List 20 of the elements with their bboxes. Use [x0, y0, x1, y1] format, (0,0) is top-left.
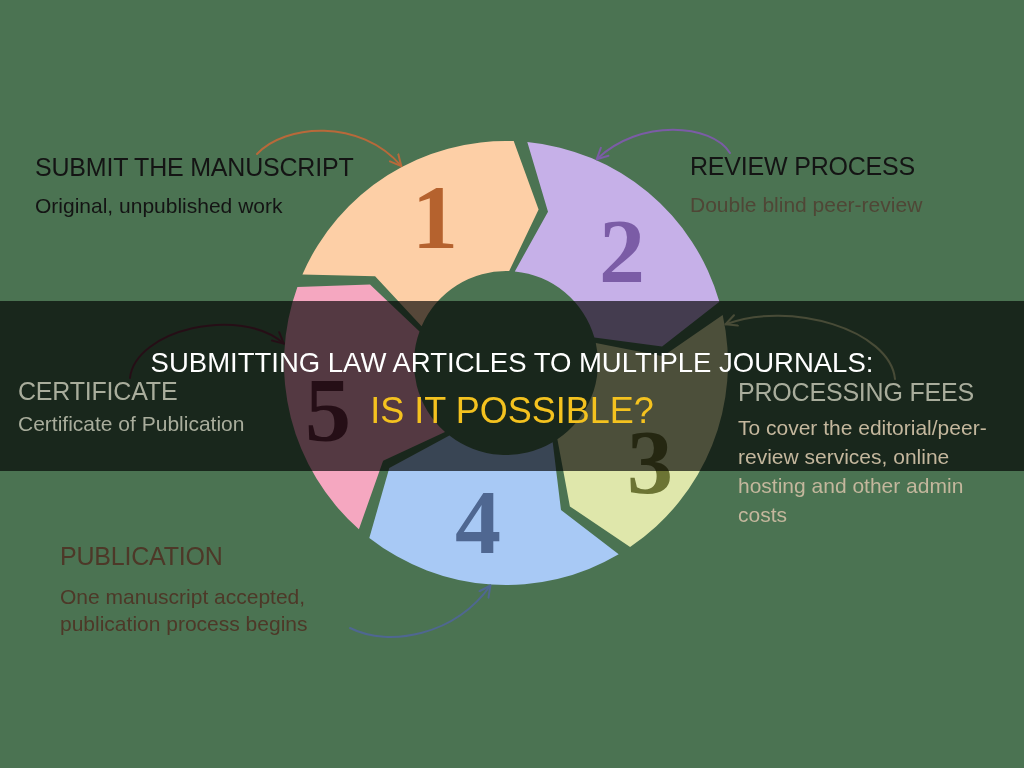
step-heading: PROCESSING FEES: [738, 379, 974, 405]
step-number: 1: [412, 185, 458, 249]
step-description: One manuscript accepted, publication process begins: [60, 584, 309, 637]
step-heading: CERTIFICATE: [18, 378, 178, 404]
title: SUBMITTING LAW ARTICLES TO MULTIPLE JOURNALS:: [150, 349, 874, 377]
step-heading: REVIEW PROCESS: [690, 153, 916, 179]
subtitle: IS IT POSSIBLE?: [370, 393, 654, 429]
chevron-segment: [369, 435, 619, 585]
curved-arrow: [595, 128, 731, 161]
step-description: Certificate of Publication: [18, 412, 245, 436]
step-heading: SUBMIT THE MANUSCRIPT: [35, 154, 354, 180]
step-number: 4: [455, 490, 501, 554]
curved-arrow: [349, 584, 492, 638]
curved-arrow: [256, 129, 403, 168]
step-number: 2: [599, 219, 645, 283]
step-description: To cover the editorial/peer-review services, online hosting and other admin costs: [738, 415, 988, 528]
curved-arrow: [129, 323, 285, 379]
curved-arrow: [724, 314, 896, 380]
step-heading: PUBLICATION: [60, 543, 223, 569]
step-description: Original, unpublished work: [35, 193, 283, 219]
